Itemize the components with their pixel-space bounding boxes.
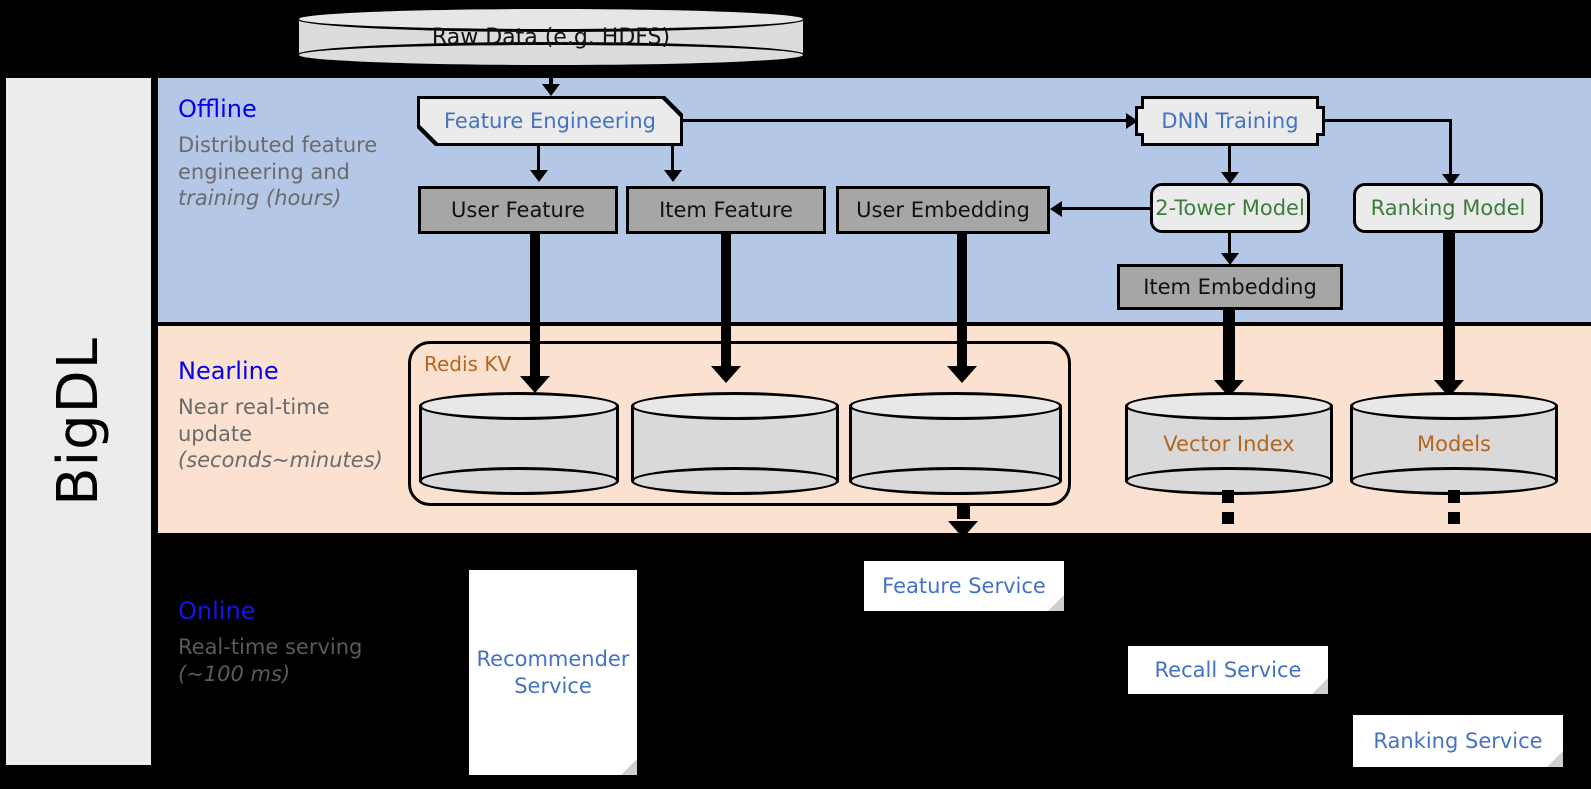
dnn-training-label: DNN Training	[1161, 109, 1299, 133]
two-tower-model-node[interactable]: 2-Tower Model	[1150, 183, 1310, 233]
arrowhead-itemfeature-store	[711, 366, 741, 383]
feature-engineering-node[interactable]: Feature Engineering	[417, 96, 683, 146]
arrowhead-userembedding-store	[947, 366, 977, 383]
two-tower-model-label: 2-Tower Model	[1155, 195, 1305, 220]
band-subtitle-nearline-em: (seconds~minutes)	[178, 447, 383, 472]
vector-index-label: Vector Index	[1163, 431, 1295, 456]
cylinder-top	[419, 392, 619, 420]
band-subtitle-nearline: Near real-time update (seconds~minutes)	[178, 394, 393, 473]
arrowhead-featureeng-itemfeature	[664, 170, 682, 182]
band-caption-online: Online Real-time serving (~100 ms)	[178, 598, 393, 687]
ranking-model-node[interactable]: Ranking Model	[1353, 183, 1543, 233]
vector-index-store[interactable]: Vector Index	[1125, 392, 1333, 495]
connector-twotower-userembedding	[1062, 207, 1150, 210]
recall-service-label: Recall Service	[1154, 657, 1302, 682]
models-label: Models	[1417, 431, 1491, 456]
cylinder-bottom	[419, 467, 619, 495]
recommender-service-node[interactable]: Recommender Service	[469, 570, 637, 775]
store-user-embedding[interactable]	[849, 392, 1062, 495]
pipe-userembedding-store	[957, 234, 967, 374]
models-store[interactable]: Models	[1350, 392, 1558, 495]
cylinder-top	[631, 392, 839, 420]
ranking-service-node[interactable]: Ranking Service	[1353, 715, 1563, 767]
arrowhead-redis-featureservice	[948, 521, 978, 538]
bigdl-label: BigDL	[46, 337, 111, 506]
pipe-itemembedding-vectorindex	[1223, 310, 1235, 390]
node-fill	[420, 99, 680, 143]
feature-service-node[interactable]: Feature Service	[864, 561, 1064, 611]
store-user-feature[interactable]	[419, 392, 619, 495]
bigdl-platform-panel: BigDL	[6, 78, 151, 765]
connector-featureeng-userfeature	[537, 146, 540, 174]
band-subtitle-nearline-text: Near real-time update	[178, 395, 330, 446]
raw-data-label: Raw Data (e.g. HDFS)	[431, 24, 671, 50]
band-subtitle-offline-text: Distributed feature engineering and	[178, 133, 378, 184]
feature-engineering-label: Feature Engineering	[443, 109, 657, 133]
raw-data-store: Raw Data (e.g. HDFS)	[296, 6, 806, 68]
cylinder-bottom	[631, 467, 839, 495]
cylinder-top	[1125, 392, 1333, 420]
connector-dnn-ranking-v	[1449, 119, 1452, 180]
user-embedding-label: User Embedding	[856, 197, 1030, 222]
cylinder-top	[1350, 392, 1558, 420]
connector-featureeng-dnn	[683, 119, 1126, 122]
ranking-service-label: Ranking Service	[1373, 728, 1543, 753]
arrowhead-featureeng-userfeature	[530, 170, 548, 182]
band-caption-nearline: Nearline Near real-time update (seconds~…	[178, 358, 393, 473]
dash-redis-featureservice-1	[957, 506, 970, 519]
band-subtitle-online-text: Real-time serving	[178, 635, 363, 660]
cylinder-top	[296, 6, 806, 32]
connector-dnn-ranking-h	[1325, 119, 1452, 122]
store-user-embedding-label	[849, 392, 1062, 495]
arrowhead-rawdata-featureeng	[542, 84, 560, 96]
redis-kv-container	[408, 341, 1071, 506]
dash-models-ranking-1	[1448, 490, 1460, 503]
pipe-itemfeature-store	[721, 234, 731, 374]
dash-models-ranking-2	[1448, 512, 1460, 524]
connector-dnn-twotower	[1228, 146, 1231, 178]
arrowhead-twotower-userembedding	[1050, 201, 1062, 217]
node-fill	[1138, 99, 1322, 143]
pipe-userfeature-store	[530, 234, 540, 384]
band-subtitle-offline: Distributed feature engineering and trai…	[178, 132, 393, 211]
arrowhead-twotower-itemembedding	[1221, 253, 1239, 265]
store-user-feature-label	[419, 392, 619, 495]
item-feature-label: Item Feature	[659, 197, 793, 222]
store-item-feature[interactable]	[631, 392, 839, 495]
redis-kv-label: Redis KV	[424, 352, 512, 376]
pipe-rankingmodel-models	[1443, 233, 1455, 390]
bigdl-label-wrap: BigDL	[6, 78, 151, 765]
user-embedding-node[interactable]: User Embedding	[836, 186, 1050, 234]
arrowhead-userfeature-store	[520, 376, 550, 393]
item-feature-node[interactable]: Item Feature	[626, 186, 826, 234]
dnn-training-node[interactable]: DNN Training	[1135, 96, 1325, 146]
recommender-service-label: Recommender Service	[476, 647, 630, 698]
cylinder-bottom	[849, 467, 1062, 495]
connector-rawdata-featureeng	[549, 66, 553, 90]
recall-service-node[interactable]: Recall Service	[1128, 646, 1328, 694]
feature-service-label: Feature Service	[882, 573, 1046, 598]
arrowhead-dnn-twotower	[1221, 172, 1239, 184]
user-feature-node[interactable]: User Feature	[418, 186, 618, 234]
band-subtitle-offline-em: training (hours)	[178, 185, 342, 210]
band-title-offline: Offline	[178, 95, 257, 123]
band-title-online: Online	[178, 597, 256, 625]
band-title-nearline: Nearline	[178, 357, 279, 385]
cylinder-top	[849, 392, 1062, 420]
store-item-feature-label	[631, 392, 839, 495]
ranking-model-label: Ranking Model	[1370, 195, 1526, 220]
user-feature-label: User Feature	[451, 197, 585, 222]
band-subtitle-online-em: (~100 ms)	[178, 661, 291, 686]
connector-twotower-itemembedding	[1228, 233, 1231, 261]
band-caption-offline: Offline Distributed feature engineering …	[178, 96, 393, 211]
dash-vectorindex-recall-2	[1222, 512, 1234, 524]
band-subtitle-online: Real-time serving (~100 ms)	[178, 634, 393, 687]
connector-featureeng-itemfeature	[671, 146, 674, 174]
item-embedding-label: Item Embedding	[1143, 274, 1317, 299]
item-embedding-node[interactable]: Item Embedding	[1117, 264, 1343, 310]
dash-vectorindex-recall-1	[1222, 490, 1234, 503]
